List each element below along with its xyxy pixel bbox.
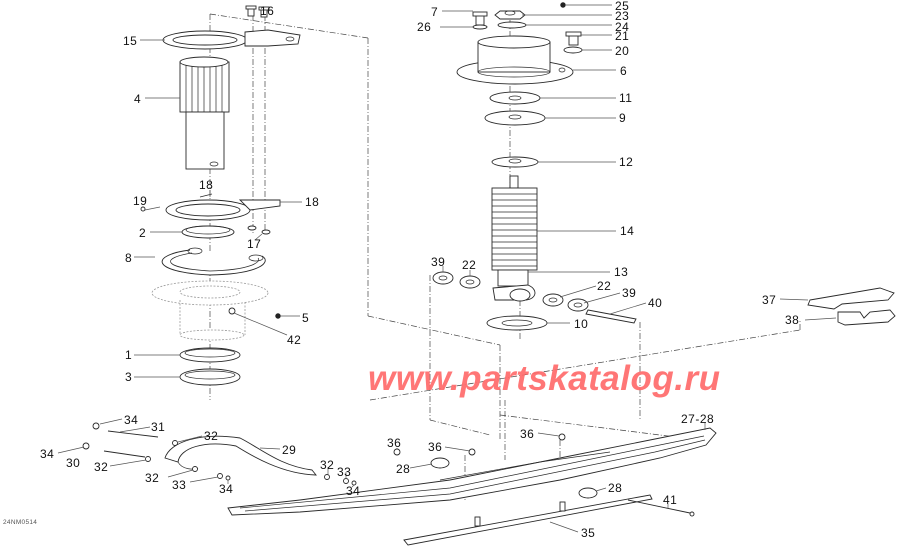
callout-18-top[interactable]: 18 (199, 178, 214, 192)
callout-15[interactable]: 15 (123, 34, 138, 48)
callout-42[interactable]: 42 (287, 333, 302, 347)
part-6-mount (456, 35, 574, 85)
part-12-washer (491, 156, 539, 168)
part-1-bearing (179, 347, 241, 363)
callout-13[interactable]: 13 (614, 265, 629, 279)
part-7-26-bolt (472, 11, 488, 30)
callout-34-a[interactable]: 34 (124, 413, 139, 427)
callout-30[interactable]: 30 (66, 456, 81, 470)
part-14-shock-bellows (491, 175, 538, 271)
callout-34-c[interactable]: 34 (219, 482, 234, 496)
callout-28-b[interactable]: 28 (608, 481, 623, 495)
callout-4[interactable]: 4 (134, 92, 142, 106)
callout-3[interactable]: 3 (125, 370, 133, 384)
callout-12[interactable]: 12 (619, 155, 634, 169)
part-13-shock-body (492, 269, 536, 302)
part-25-23-24-nut-washer (494, 2, 566, 29)
callout-36-c[interactable]: 36 (520, 427, 535, 441)
callout-32-b[interactable]: 32 (94, 460, 109, 474)
part-40-pin (585, 309, 637, 324)
callout-25[interactable]: 25 (615, 0, 630, 13)
callout-20[interactable]: 20 (615, 44, 630, 58)
callout-32-a[interactable]: 32 (204, 429, 219, 443)
callout-39-right[interactable]: 39 (622, 286, 637, 300)
part-28-spacers (430, 457, 598, 499)
callout-24[interactable]: 24 (615, 20, 630, 34)
callout-19[interactable]: 19 (133, 194, 148, 208)
part-2-ring (181, 225, 235, 239)
callout-2[interactable]: 2 (139, 226, 147, 240)
callout-22-left[interactable]: 22 (462, 258, 477, 272)
callout-5[interactable]: 5 (302, 311, 310, 325)
reference-code: 24NM0514 (3, 519, 38, 526)
callout-16[interactable]: 16 (260, 4, 275, 18)
part-11-washer (489, 91, 541, 105)
leader-lines (57, 4, 837, 533)
callout-33-b[interactable]: 33 (337, 465, 352, 479)
callout-23[interactable]: 23 (615, 9, 630, 23)
callout-41[interactable]: 41 (663, 493, 678, 507)
part-27-28-ski (227, 427, 717, 516)
callout-21[interactable]: 21 (615, 29, 630, 43)
callout-38[interactable]: 38 (785, 313, 800, 327)
callout-36-b[interactable]: 36 (428, 440, 443, 454)
callout-6[interactable]: 6 (620, 64, 628, 78)
part-8-circlip (161, 247, 266, 276)
callout-35[interactable]: 35 (581, 526, 596, 540)
callout-28-a[interactable]: 28 (396, 462, 411, 476)
part-22-39-bushings-right (542, 293, 589, 312)
callout-29[interactable]: 29 (282, 443, 297, 457)
callout-22-right[interactable]: 22 (597, 279, 612, 293)
part-35-wear-bar (403, 494, 653, 546)
callout-32-d[interactable]: 32 (320, 458, 335, 472)
watermark-text: www.partskatalog.ru (368, 359, 721, 398)
callout-37[interactable]: 37 (762, 293, 777, 307)
callout-17[interactable]: 17 (247, 237, 262, 251)
part-9-plate (484, 110, 546, 126)
callout-34-d[interactable]: 34 (346, 484, 361, 498)
callout-26[interactable]: 26 (417, 20, 432, 34)
callout-7[interactable]: 7 (431, 5, 439, 19)
part-37-bumper (807, 287, 895, 310)
part-36-nuts (393, 433, 566, 456)
callout-39-left[interactable]: 39 (431, 255, 446, 269)
part-15-bracket (162, 29, 301, 50)
part-4-splined-shaft (179, 56, 230, 170)
part-10-washer (486, 315, 548, 331)
callout-10[interactable]: 10 (574, 317, 589, 331)
callout-9[interactable]: 9 (619, 111, 627, 125)
part-18-bracket (140, 193, 281, 235)
part-41-bolt (627, 499, 695, 517)
hardware-bolts-30-31 (82, 422, 357, 486)
callout-27-28[interactable]: 27-28 (681, 412, 715, 426)
callout-31[interactable]: 31 (151, 420, 166, 434)
callout-18-right[interactable]: 18 (305, 195, 320, 209)
callout-34-b[interactable]: 34 (40, 447, 55, 461)
callout-11[interactable]: 11 (619, 91, 633, 105)
part-3-bearing (179, 368, 241, 386)
callout-32-c[interactable]: 32 (145, 471, 160, 485)
callout-33-a[interactable]: 33 (172, 478, 187, 492)
callout-40[interactable]: 40 (648, 296, 663, 310)
callout-14[interactable]: 14 (620, 224, 635, 238)
callout-1[interactable]: 1 (125, 348, 133, 362)
part-39-22-bushings-left (432, 271, 481, 289)
part-38-clip (837, 309, 896, 326)
part-16-screws (245, 5, 270, 18)
part-21-20-bolt (563, 31, 583, 54)
callout-36-a[interactable]: 36 (387, 436, 402, 450)
ghost-housing (151, 280, 281, 341)
callout-8[interactable]: 8 (125, 251, 133, 265)
